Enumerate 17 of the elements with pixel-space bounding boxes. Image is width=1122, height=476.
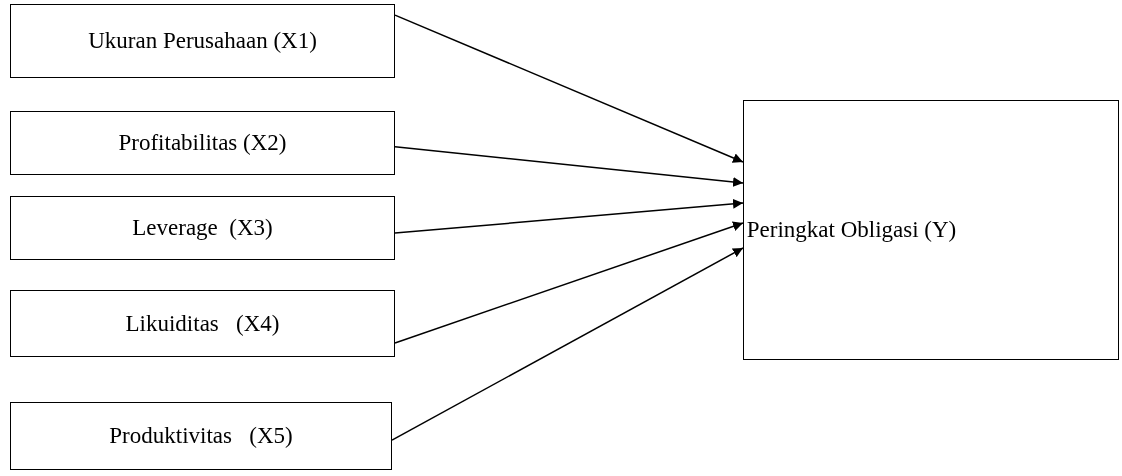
arrow xyxy=(394,146,744,187)
arrow xyxy=(394,198,744,234)
variable-box xyxy=(10,196,395,260)
variable-box xyxy=(10,402,392,470)
arrow xyxy=(391,247,744,441)
variable-label: Peringkat Obligasi (Y) xyxy=(745,215,958,244)
variable-label: Ukuran Perusahaan (X1) xyxy=(88,28,317,54)
arrow xyxy=(394,221,744,344)
variable-label: Profitabilitas (X2) xyxy=(118,130,287,156)
arrow xyxy=(394,14,744,163)
variable-box xyxy=(10,290,395,357)
variable-box xyxy=(10,4,395,78)
variable-label: Leverage (X3) xyxy=(132,215,273,241)
variable-box xyxy=(743,100,1119,360)
variable-label: Produktivitas (X5) xyxy=(109,423,293,449)
variable-label: Likuiditas (X4) xyxy=(125,310,280,337)
variable-box xyxy=(10,111,395,175)
